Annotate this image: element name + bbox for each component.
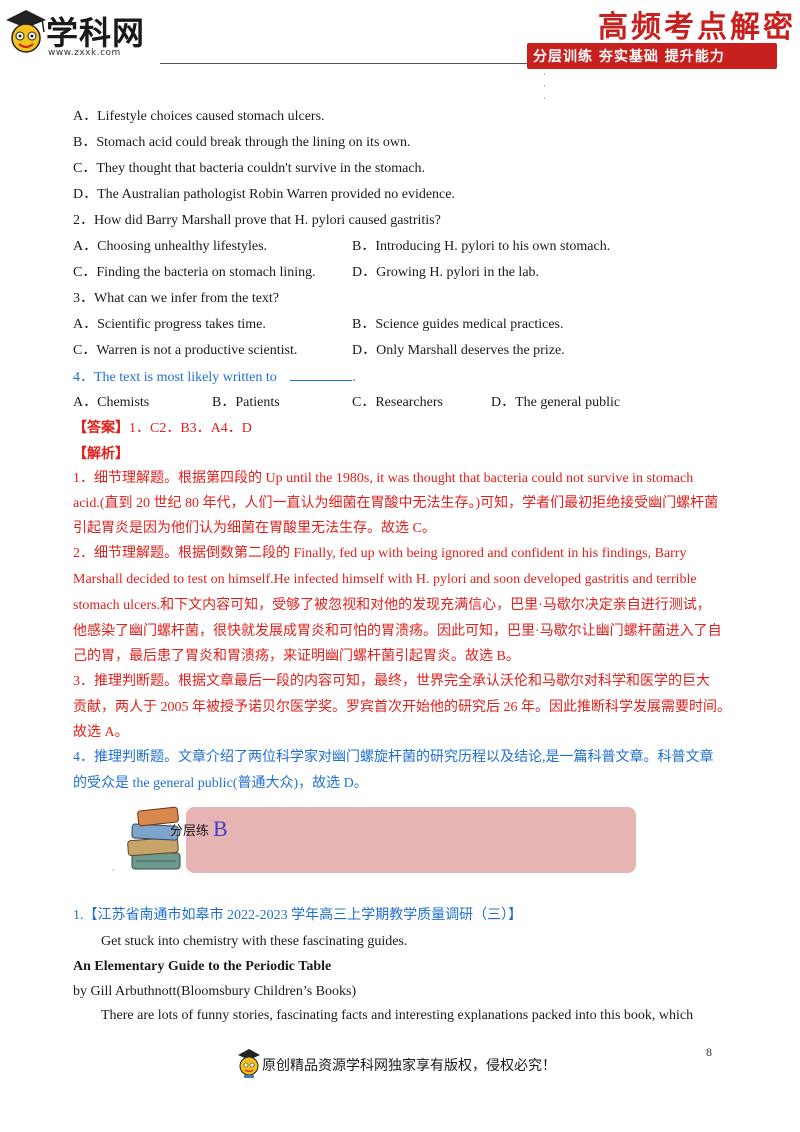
site-logo <box>2 6 162 62</box>
q4-stem: 4．The text is most likely written to . <box>73 368 356 387</box>
q3-option-d: D．Only Marshall deserves the prize. <box>352 343 565 358</box>
section-label: 分层练 <box>170 823 210 838</box>
q3-option-a: A．Scientific progress takes time. <box>73 317 266 332</box>
q3-stem: 3．What can we infer from the text? <box>73 291 280 306</box>
q1-option-b: B．Stomach acid could break through the l… <box>73 135 411 150</box>
passage-paragraph: There are lots of funny stories, fascina… <box>101 1008 694 1023</box>
analysis-line: 1．细节理解题。根据第四段的 Up until the 1980s, it wa… <box>73 471 694 486</box>
analysis-line-q4: 4．推理判断题。文章介绍了两位科学家对幽门螺旋杆菌的研究历程以及结论,是一篇科普… <box>73 750 714 765</box>
analysis-line: acid.(直到 20 世纪 80 年代，人们一直认为细菌在胃酸中无法生存。)可… <box>73 496 719 511</box>
answer-label: 【答案】 <box>73 421 129 436</box>
passage-source: 1.【江苏省南通市如皋市 2022-2023 学年高三上学期教学质量调研（三）】 <box>73 908 523 923</box>
q1-option-a: A．Lifestyle choices caused stomach ulcer… <box>73 109 325 124</box>
copyright-notice: 原创精品资源学科网独家享有版权，侵权必究！ <box>262 1059 556 1074</box>
analysis-line: 2．细节理解题。根据倒数第二段的 Finally, fed up with be… <box>73 546 687 561</box>
analysis-line: 引起胃炎是因为他们认为细菌在胃酸里无法生存。故选 C。 <box>73 521 436 536</box>
analysis-line: 3．推理判断题。根据文章最后一段的内容可知，最终，世界完全承认沃伦和马歇尔对科学… <box>73 674 710 689</box>
q4-stem-text: 4．The text is most likely written to <box>73 370 277 385</box>
q1-option-d: D．The Australian pathologist Robin Warre… <box>73 187 455 202</box>
analysis-line: stomach ulcers.和下文内容可知，受够了被忽视和对他的发现充满信心，… <box>73 598 711 613</box>
logo-text: 学科网 <box>46 14 146 52</box>
q3-option-c: C．Warren is not a productive scientist. <box>73 343 298 358</box>
analysis-line: 贡献，两人于 2005 年被授予诺贝尔医学奖。罗宾首次开始他的研究后 26 年。… <box>73 700 731 715</box>
q1-option-c: C．They thought that bacteria couldn't su… <box>73 161 426 176</box>
brand-title: 高频考点解密 <box>598 10 796 45</box>
analysis-line: 他感染了幽门螺杆菌，很快就发展成胃炎和可怕的胃溃疡。因此可知，巴里·马歇尔让幽门… <box>73 624 722 639</box>
brand-slogan-bar <box>527 43 777 69</box>
section-letter: B <box>213 816 228 841</box>
q2-option-a: A．Choosing unhealthy lifestyles. <box>73 239 268 254</box>
q4-blank <box>290 368 353 381</box>
analysis-label: 【解析】 <box>73 447 129 462</box>
book-byline: by Gill Arbuthnott(Bloomsbury Children’s… <box>73 984 357 999</box>
analysis-line: 己的胃，最后患了胃炎和胃溃疡，来证明幽门螺杆菌引起胃炎。故选 B。 <box>73 649 520 664</box>
q4-stem-tail: . <box>352 370 356 385</box>
q4-option-a: A．Chemists <box>73 395 150 410</box>
q2-option-b: B．Introducing H. pylori to his own stoma… <box>352 239 611 254</box>
passage-intro: Get stuck into chemistry with these fasc… <box>101 934 408 949</box>
brand-slogan: 分层训练 夯实基础 提升能力 <box>533 49 725 65</box>
mascot-icon <box>6 10 46 53</box>
book-title: An Elementary Guide to the Periodic Tabl… <box>73 959 332 974</box>
page-number: 8 <box>706 1045 712 1059</box>
q2-stem: 2．How did Barry Marshall prove that H. p… <box>73 213 441 228</box>
logo-url: www.zxxk.com <box>48 48 121 58</box>
q3-option-b: B．Science guides medical practices. <box>352 317 564 332</box>
section-banner <box>186 807 636 873</box>
answer-text: 1．C2．B3．A4．D <box>129 421 252 436</box>
analysis-line: 故选 A。 <box>73 725 129 740</box>
decorative-dot: · <box>112 866 115 875</box>
q4-option-d: D．The general public <box>491 395 621 410</box>
header-divider <box>160 63 532 64</box>
analysis-line: Marshall decided to test on himself.He i… <box>73 572 697 587</box>
q2-option-d: D．Growing H. pylori in the lab. <box>352 265 540 280</box>
decorative-dots: ··· <box>543 69 546 103</box>
q4-option-b: B．Patients <box>212 395 280 410</box>
q2-option-c: C．Finding the bacteria on stomach lining… <box>73 265 316 280</box>
analysis-line-q4: 的受众是 the general public(普通大众)，故选 D。 <box>73 776 368 791</box>
mascot-icon <box>238 1049 260 1078</box>
q4-option-c: C．Researchers <box>352 395 443 410</box>
books-icon <box>127 806 181 870</box>
answer-line: 【答案】1．C2．B3．A4．D <box>73 420 252 438</box>
